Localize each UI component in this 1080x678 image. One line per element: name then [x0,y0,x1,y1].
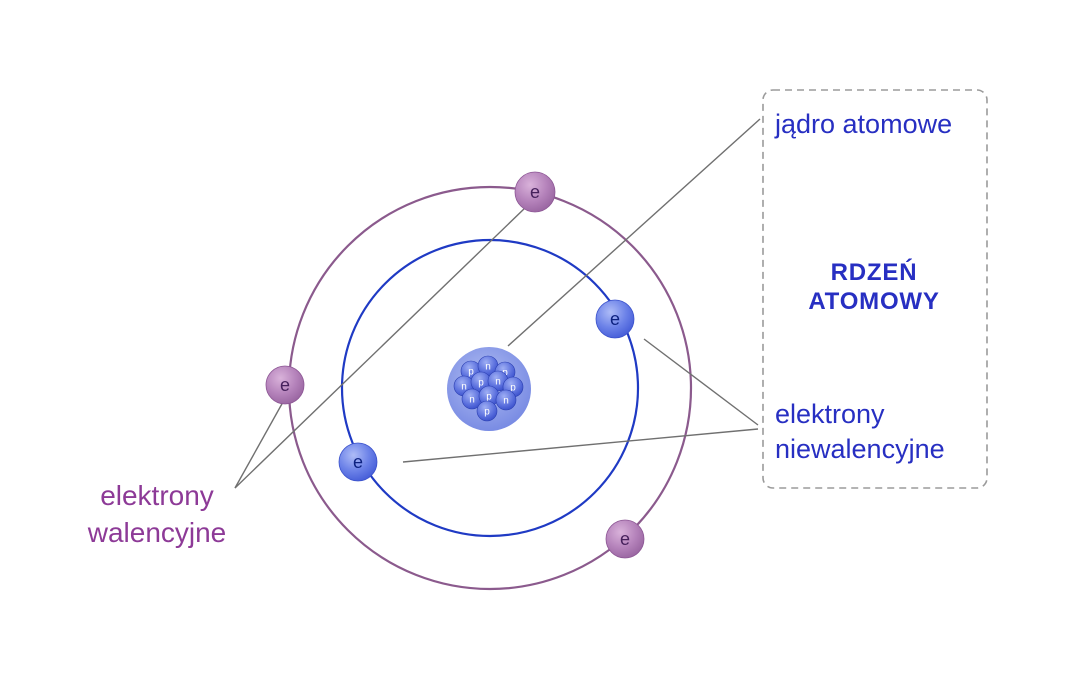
nucleon-label: p [468,367,474,378]
connector-valence-top [234,206,527,489]
inner-orbit [340,238,640,538]
valence-label-line1: elektrony [100,480,214,511]
connector-nonvalence-right [643,338,759,426]
nucleon-label: n [503,396,509,407]
nucleon-label: p [486,392,492,403]
electron-sphere [265,365,305,405]
nucleon-label: n [495,377,501,388]
electron-sphere [338,442,378,482]
electron-sphere [595,299,635,339]
nucleon-label: p [510,383,516,394]
nucleon-proton: p [476,400,498,422]
nonvalence-label-line2: niewalencyjne [775,434,945,464]
atomic-core-label-line1: RDZEŃ [831,258,918,286]
valence-electron-top: e [514,171,556,213]
nucleon-label: n [485,362,491,373]
electron-sphere [605,519,645,559]
electron-sphere [514,171,556,213]
electron-symbol: e [353,452,363,472]
valence-electron-bottom-right: e [605,519,645,559]
nucleon-label: p [484,407,490,418]
valence-electron-left: e [265,365,305,405]
nonvalence-electron-bottom-left: e [338,442,378,482]
connector-nonvalence-left [402,428,759,463]
valence-label-line2: walencyjne [87,517,227,548]
electron-symbol: e [620,529,630,549]
nucleus: p n p n p n p [447,347,531,431]
nucleon-label: p [478,378,484,389]
nucleon-sphere [495,389,517,411]
electron-symbol: e [610,309,620,329]
electron-symbol: e [280,375,290,395]
nucleon-label: n [469,395,475,406]
atomic-core-label-line2: ATOMOWY [808,288,939,315]
nucleon-label: p [502,368,508,379]
nucleon-neutron: n [495,389,517,411]
nucleon-sphere [476,400,498,422]
callout-box [762,89,988,489]
nucleon-label: n [461,382,467,393]
nucleus-label: jądro atomowe [774,109,952,139]
connector-nucleus-label [507,118,761,347]
electron-symbol: e [530,182,540,202]
nucleon-neutron: n [461,388,483,410]
nonvalence-electron-right: e [595,299,635,339]
connector-valence-left [234,401,284,489]
nonvalence-label-line1: elektrony [775,399,885,429]
